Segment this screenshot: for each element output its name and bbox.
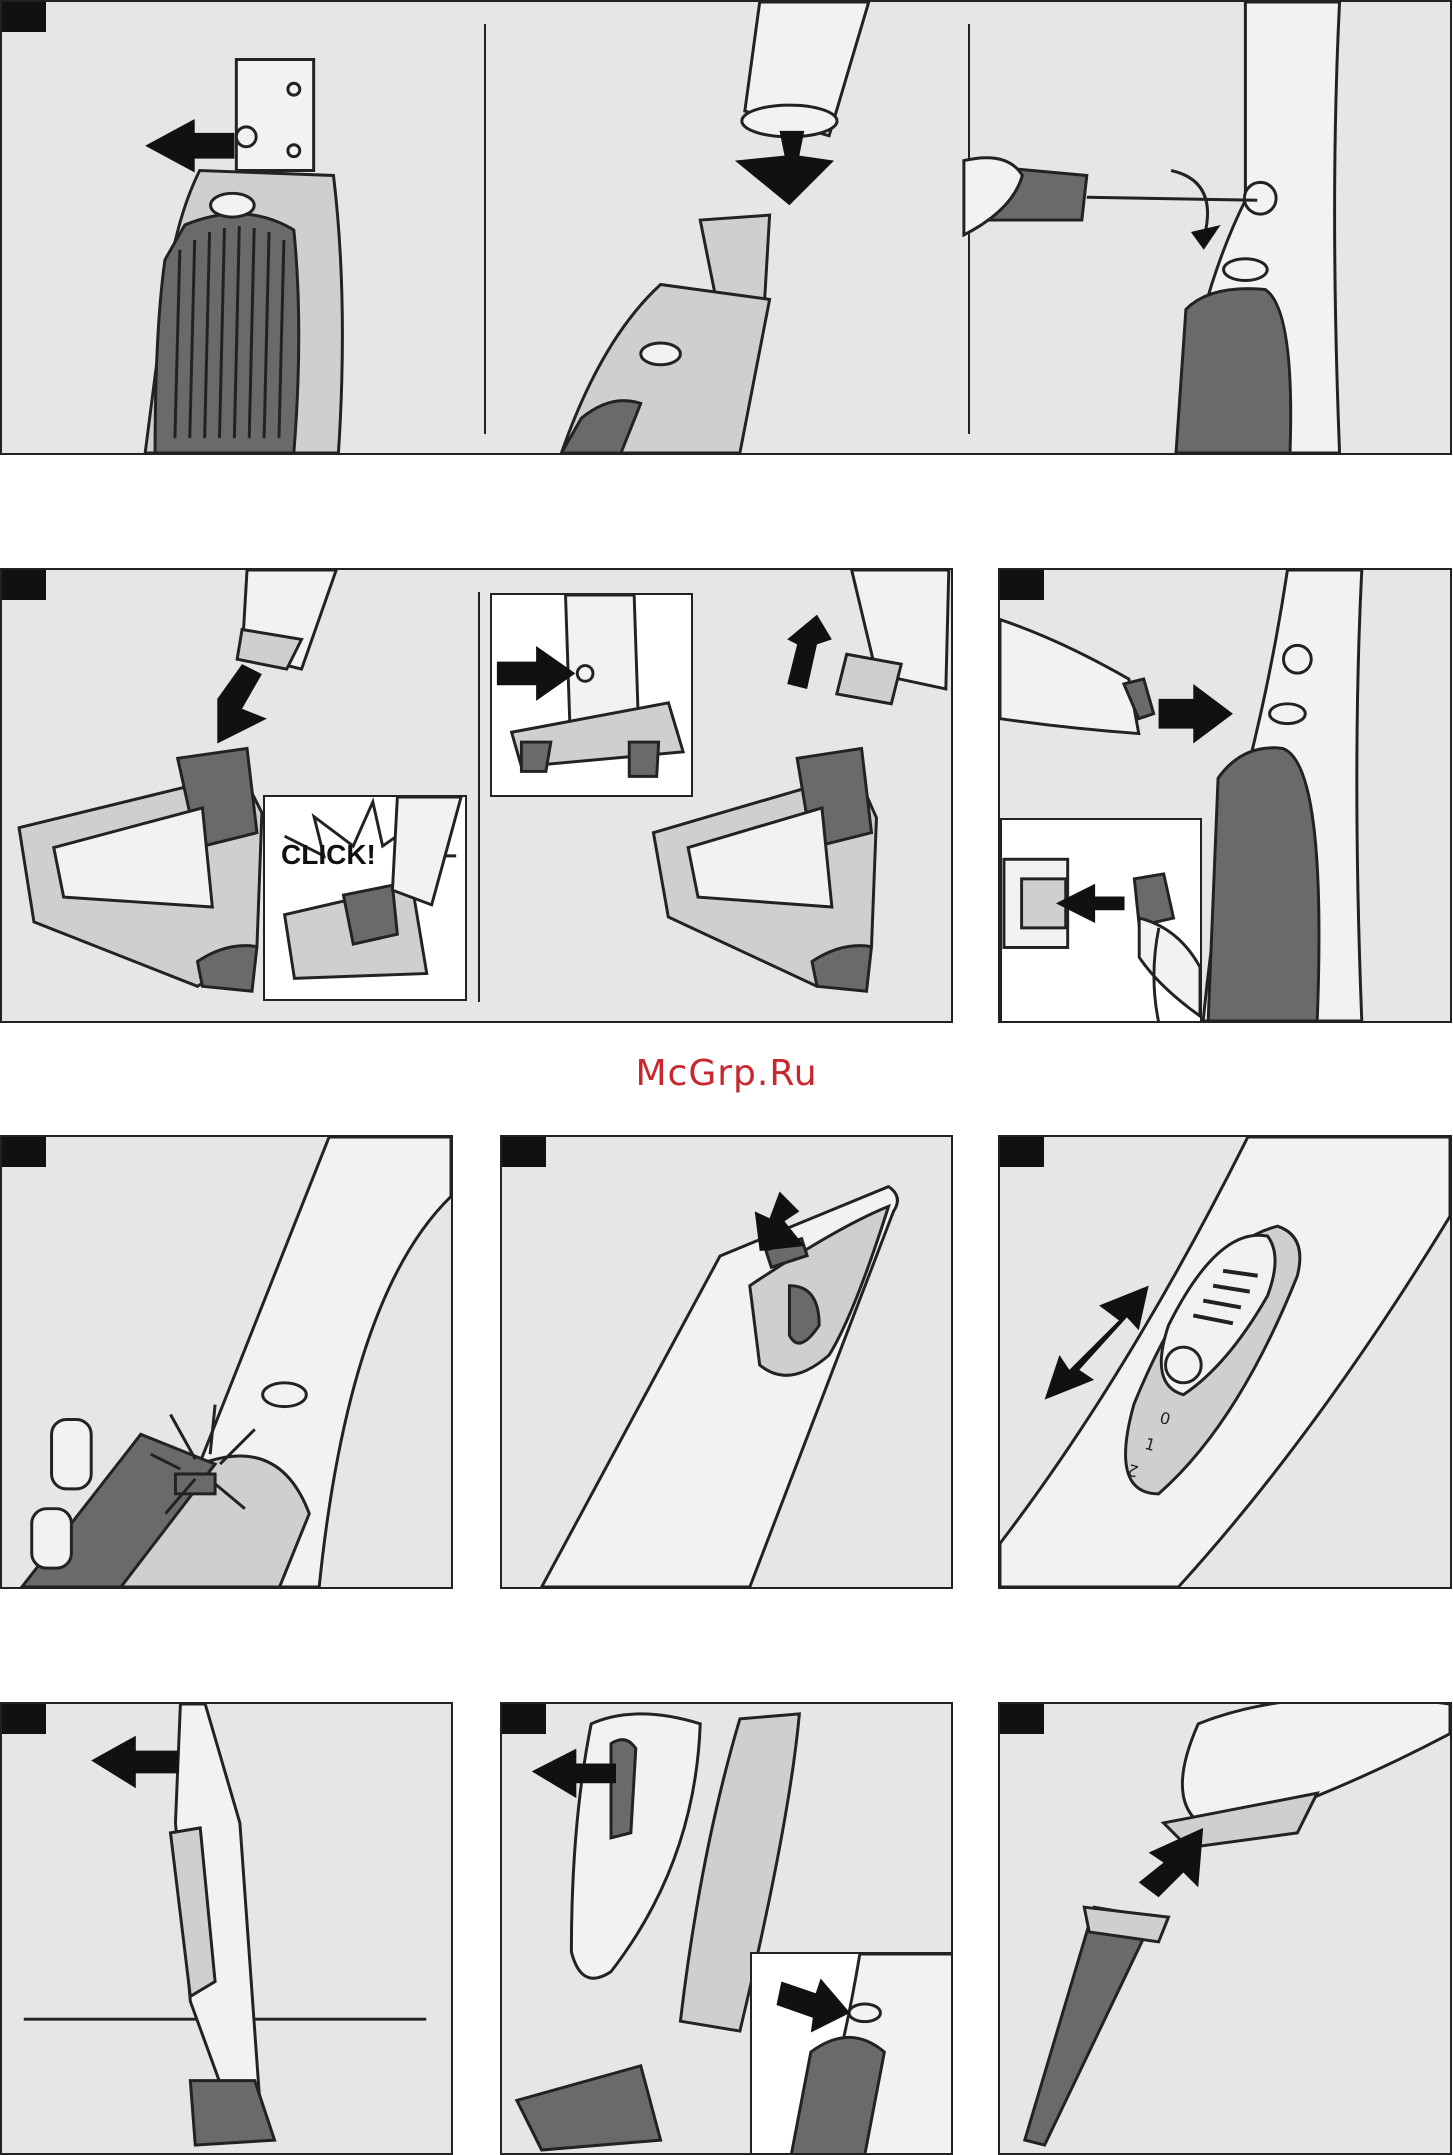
figure-panel-5: [500, 1135, 953, 1589]
arrow-up-icon: [1139, 1828, 1203, 1897]
power-switch-illustration: [1000, 1137, 1450, 1587]
arrow-down-icon: [735, 131, 834, 205]
figure-panel-6: 0 1 2: [998, 1135, 1452, 1589]
watermark-text: McGrp.Ru: [0, 1053, 1453, 1094]
click-detail-inset: CLICK!: [263, 795, 467, 1001]
arrow-down-icon: [755, 1192, 805, 1251]
release-button-inset: [490, 593, 693, 797]
figure-panel-2: CLICK!: [0, 568, 953, 1023]
arrow-up-icon: [787, 615, 832, 689]
figure-panel-3: [998, 568, 1452, 1023]
arrow-left-icon: [91, 1736, 178, 1789]
battery-insertion-illustration: [1000, 1704, 1450, 2153]
click-burst-illustration: [265, 797, 465, 999]
charge-indicator-illustration: [2, 1137, 451, 1587]
arrow-right-icon: [777, 1979, 851, 2033]
arrow-left-icon: [145, 119, 234, 173]
release-button-illustration: [492, 595, 691, 795]
arrow-right-icon: [1159, 684, 1233, 743]
release-detail-inset: [750, 1952, 953, 2155]
floor-head-illustration: [2, 570, 951, 1021]
click-label: CLICK!: [281, 839, 376, 871]
arrow-down-icon: [217, 664, 267, 743]
figure-panel-1: [0, 0, 1452, 455]
release-catch-illustration: [752, 1954, 953, 2155]
figure-panel-7: [0, 1702, 453, 2155]
figure-panel-8: [500, 1702, 953, 2155]
handle-button-illustration: [502, 1137, 951, 1587]
wall-socket-illustration: [1002, 820, 1200, 1023]
standing-vacuum-illustration: [2, 1704, 451, 2153]
arrow-right-icon: [497, 646, 575, 701]
figure-panel-9: [998, 1702, 1452, 2155]
socket-inset: [1000, 818, 1202, 1023]
wall-mount-illustration: [2, 2, 1450, 453]
figure-panel-4: [0, 1135, 453, 1589]
